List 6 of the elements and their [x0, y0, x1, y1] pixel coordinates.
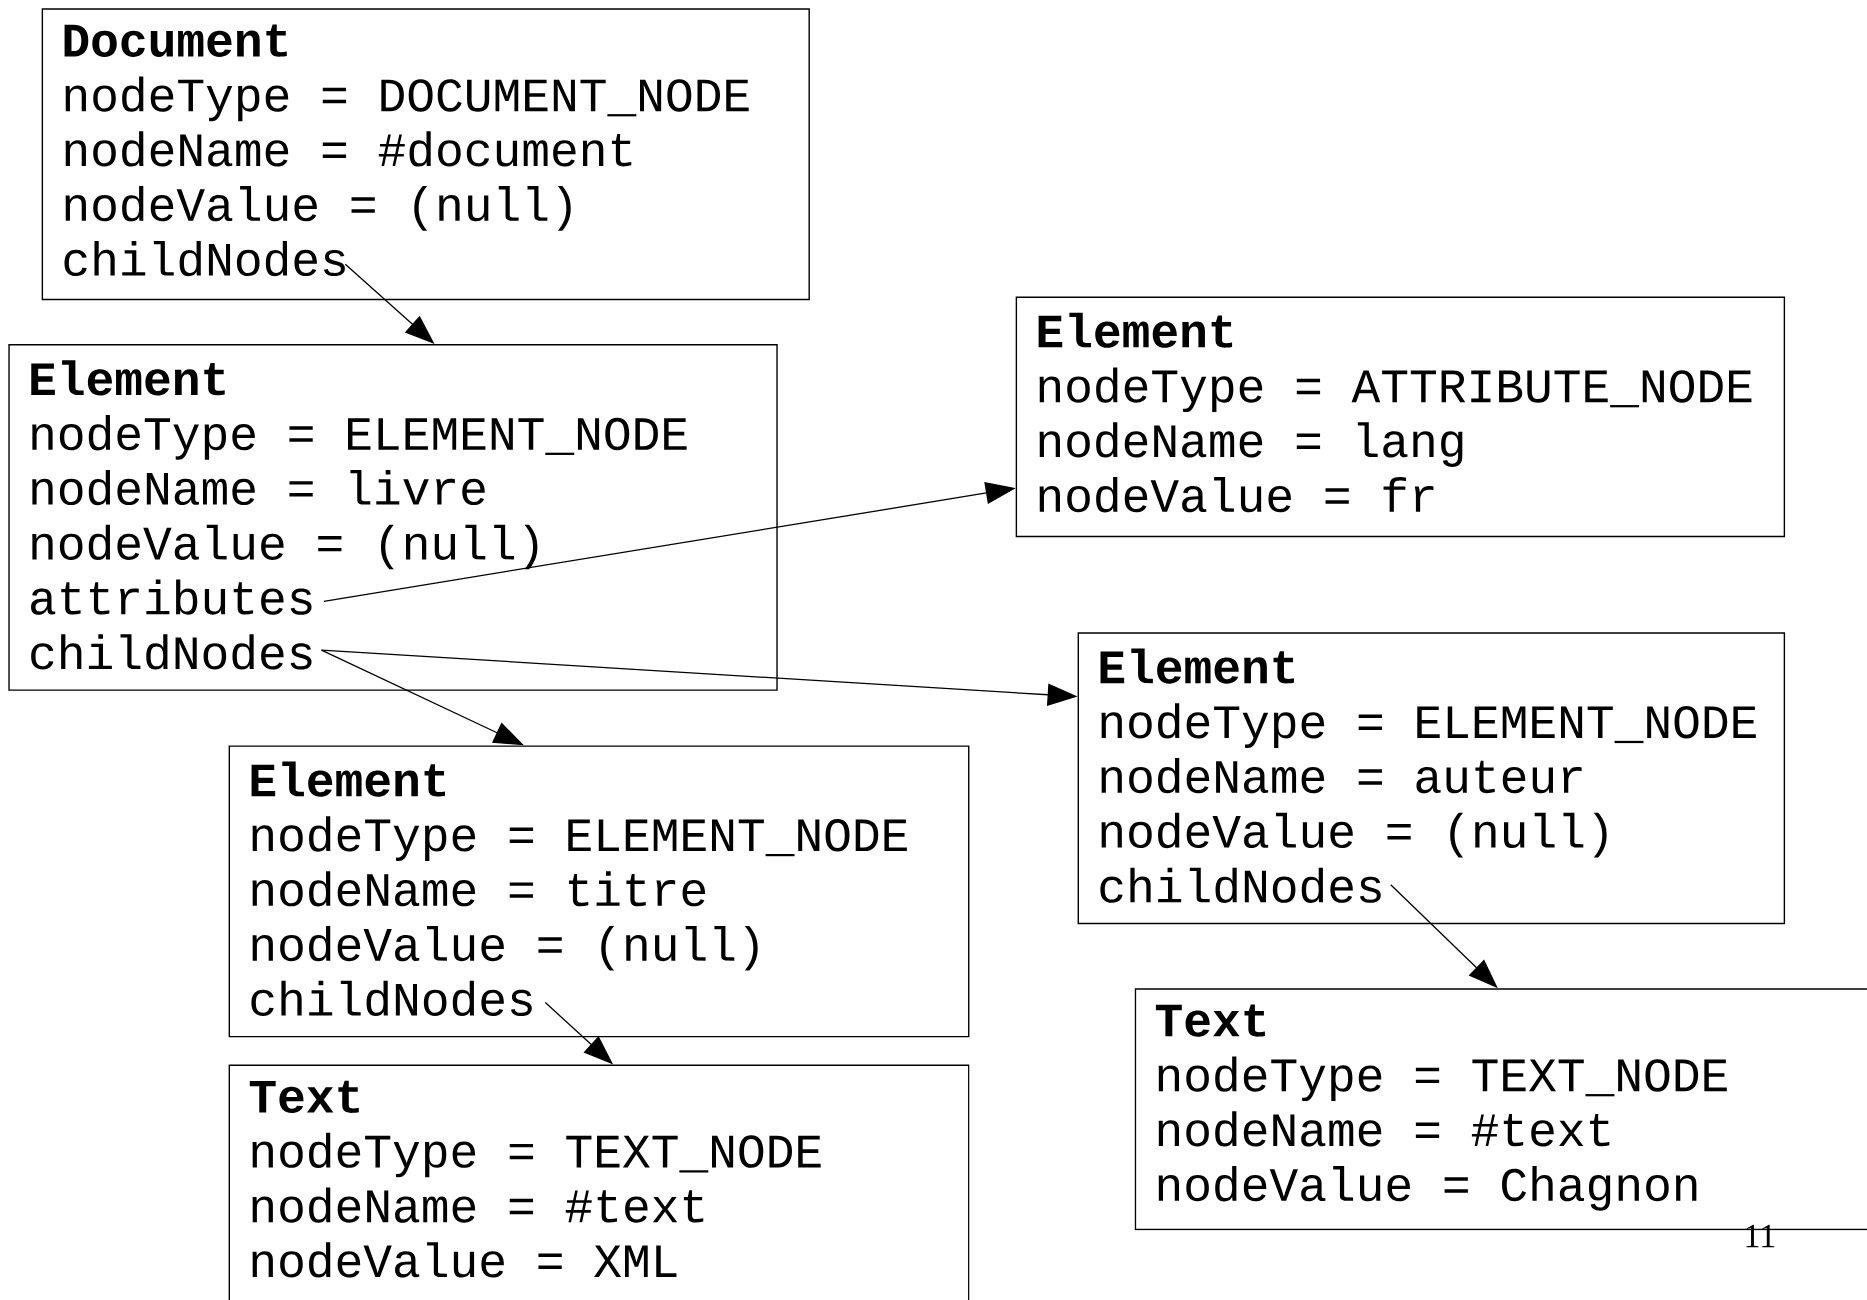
object-box: Element nodeType = ATTRIBUTE_NODE nodeName = lang nodeValue = fr: [1015, 296, 1786, 538]
object-box: Document nodeType = DOCUMENT_NODE nodeName = #document nodeValue = (null) childNodes: [41, 8, 810, 301]
object-box: Element nodeType = ELEMENT_NODE nodeName = auteur nodeValue = (null) childNodes: [1077, 632, 1786, 925]
object-box: Text nodeType = TEXT_NODE nodeName = #text nodeValue = XML: [228, 1064, 970, 1300]
object-box: Element nodeType = ELEMENT_NODE nodeName = livre nodeValue = (null) attributes childNodes: [8, 344, 778, 691]
object-box: Element nodeType = ELEMENT_NODE nodeName = titre nodeValue = (null) childNodes: [228, 745, 970, 1038]
